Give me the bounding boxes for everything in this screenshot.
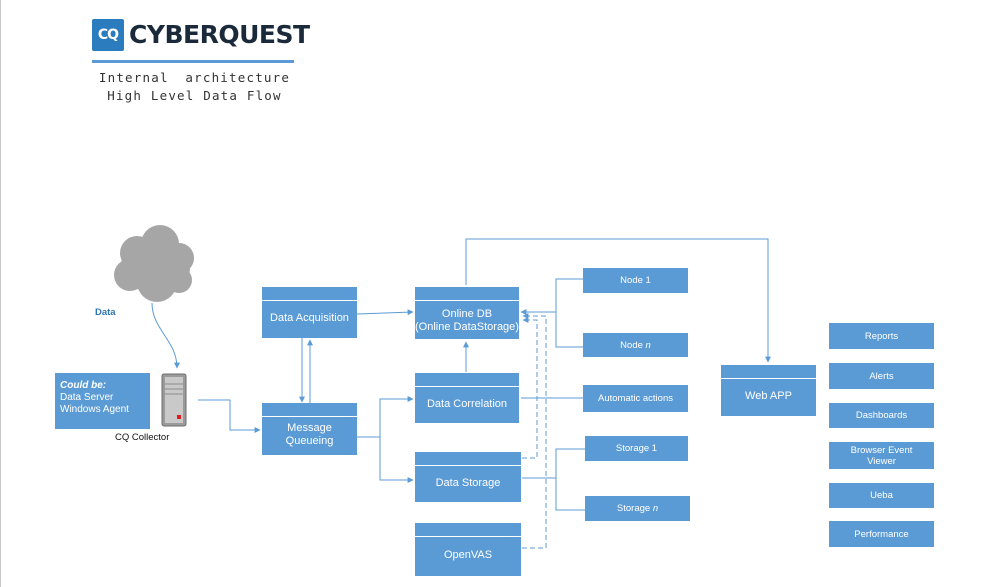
online-db-box: Online DB (Online DataStorage)	[415, 287, 519, 339]
cloud-data-label: Data	[95, 307, 116, 318]
node-1-label: Node 1	[620, 275, 651, 286]
node-n-label: Node n	[620, 339, 651, 351]
note-line-windows-agent: Windows Agent	[60, 404, 129, 415]
reports-box: Reports	[829, 323, 934, 349]
reports-label: Reports	[864, 330, 899, 342]
subtitle-line-2: High Level Data Flow	[107, 88, 282, 103]
message-queueing-box: Message Queueing	[262, 403, 357, 455]
data-acquisition-box: Data Acquisition	[262, 287, 357, 338]
storage-n-box: Storage n	[585, 496, 690, 521]
data-correlation-label: Data Correlation	[426, 397, 508, 410]
ueba-box: Ueba	[829, 483, 934, 508]
automatic-actions-label: Automatic actions	[598, 393, 673, 404]
openvas-box: OpenVAS	[415, 523, 521, 576]
subtitle-line-1: Internal architecture	[98, 70, 291, 85]
collector-label: CQ Collector	[115, 432, 170, 443]
online-db-label: Online DB (Online DataStorage)	[415, 308, 519, 334]
data-acquisition-label: Data Acquisition	[270, 312, 349, 324]
storage-n-label: Storage n	[616, 503, 659, 514]
automatic-actions-box: Automatic actions	[583, 385, 688, 412]
storage-1-box: Storage 1	[585, 436, 688, 461]
note-line-data-server: Data Server	[60, 392, 114, 403]
dashboards-box: Dashboards	[829, 403, 934, 428]
online-db-line-1: Online DB	[441, 308, 493, 320]
data-storage-label: Data Storage	[435, 476, 501, 489]
node-n-box: Node n	[583, 333, 688, 357]
browser-event-viewer-label: Browser Event Viewer	[850, 444, 913, 467]
performance-box: Performance	[829, 521, 934, 547]
alerts-box: Alerts	[829, 363, 934, 389]
dashboards-label: Dashboards	[855, 410, 908, 421]
source-note: Could be: Data Server Windows Agent	[55, 373, 150, 429]
logo-underline	[92, 60, 294, 63]
web-app-box: Web APP	[721, 365, 816, 416]
cyberquest-logo-text: CYBERQUEST	[129, 20, 310, 49]
message-queueing-label: Message Queueing	[285, 422, 334, 447]
performance-label: Performance	[854, 528, 909, 540]
openvas-label: OpenVAS	[443, 549, 493, 561]
ueba-label: Ueba	[870, 490, 893, 501]
data-storage-box: Data Storage	[415, 452, 521, 502]
alerts-label: Alerts	[869, 370, 894, 382]
data-correlation-box: Data Correlation	[415, 373, 519, 423]
cq-logo-mark: CQ	[92, 19, 124, 51]
node-1-box: Node 1	[583, 268, 688, 293]
note-title: Could be:	[60, 380, 107, 391]
server-icon	[161, 373, 187, 427]
storage-1-label: Storage 1	[615, 443, 658, 454]
online-db-line-2: (Online DataStorage)	[415, 321, 519, 333]
cloud-icon	[114, 225, 194, 302]
web-app-label: Web APP	[745, 390, 792, 402]
left-edge-rule	[0, 0, 1, 587]
browser-event-viewer-box: Browser Event Viewer	[829, 442, 934, 469]
